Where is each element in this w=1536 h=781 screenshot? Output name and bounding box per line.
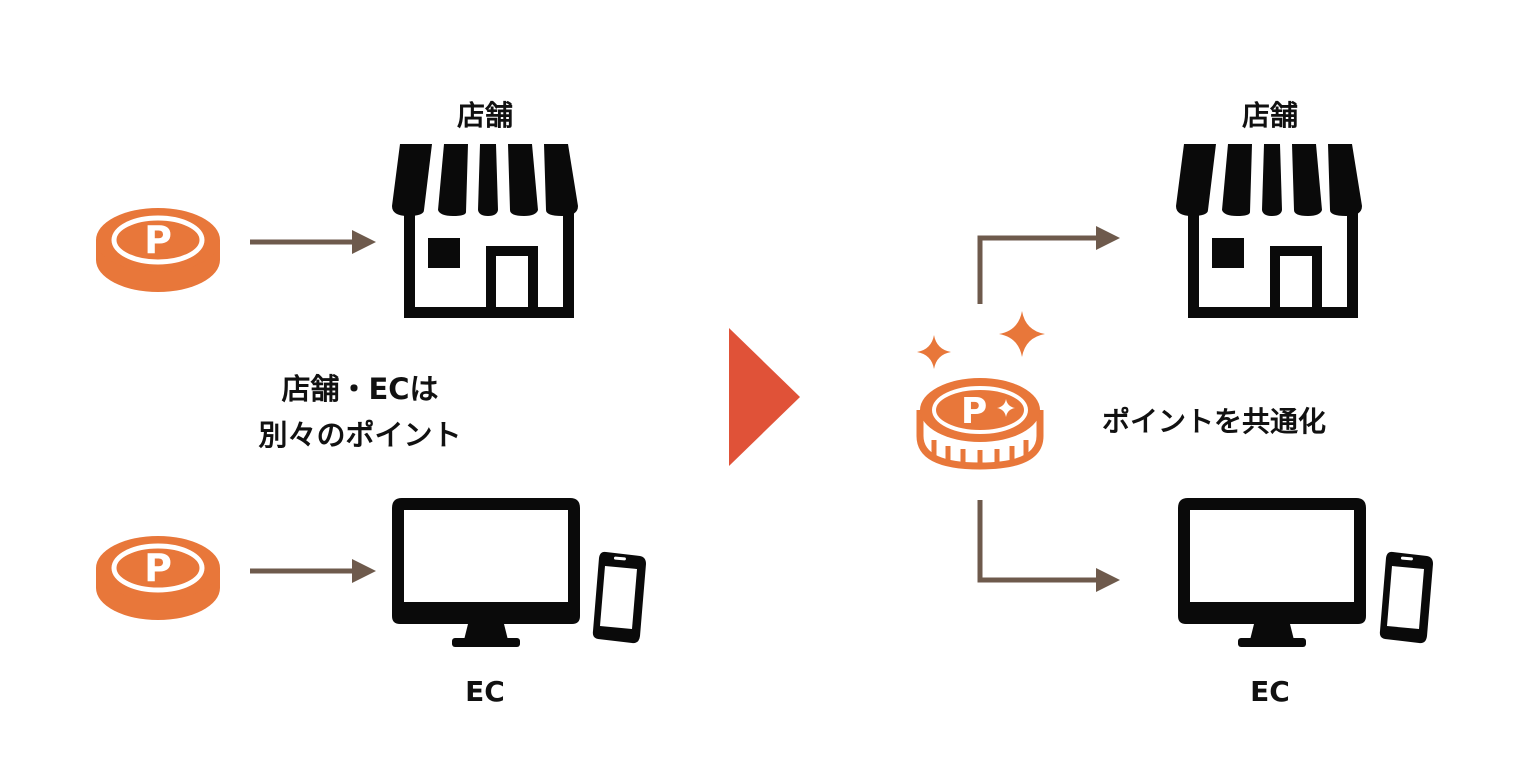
play-triangle-icon	[729, 328, 800, 466]
monitor-icon	[392, 498, 580, 647]
coin-letter: P	[144, 218, 172, 262]
shared-point-coin-icon: P	[916, 378, 1044, 470]
store-label: 店舗	[456, 99, 514, 132]
sparkle-icon	[999, 311, 1045, 357]
branch-arrows	[977, 235, 1100, 583]
right-description: ポイントを共通化	[1102, 405, 1327, 438]
left-description-line2: 別々のポイント	[258, 418, 462, 452]
coin-letter: P	[144, 546, 172, 590]
coin-letter: P	[961, 391, 987, 432]
sparkle-icon	[917, 335, 951, 369]
arrow-right-icon	[250, 230, 376, 254]
left-description-line1: 店舗・ECは	[281, 372, 439, 406]
ec-label: EC	[465, 675, 505, 708]
ec-label: EC	[1250, 675, 1290, 708]
point-coin-icon: P	[96, 536, 220, 620]
smartphone-icon	[592, 551, 646, 644]
arrow-right-icon	[250, 559, 376, 583]
store-icon	[1176, 142, 1362, 318]
left-description: 店舗・ECは 別々のポイント	[258, 366, 461, 458]
point-coin-icon: P	[96, 208, 220, 292]
smartphone-icon	[1379, 551, 1433, 644]
arrow-right-icon	[1096, 568, 1120, 592]
monitor-icon	[1178, 498, 1366, 647]
store-icon	[392, 142, 578, 318]
store-label: 店舗	[1241, 99, 1299, 132]
arrow-right-icon	[1096, 226, 1120, 250]
